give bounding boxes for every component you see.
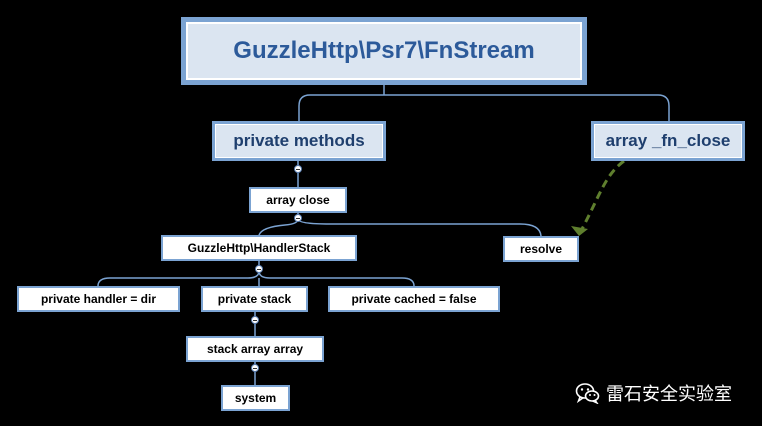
watermark: 雷石安全实验室 xyxy=(575,380,732,406)
system-node[interactable]: system xyxy=(221,385,290,411)
array-close-node[interactable]: array close xyxy=(249,187,347,213)
private-methods-node[interactable]: private methods xyxy=(212,121,386,161)
connector-root-to-level1 xyxy=(298,85,670,121)
private-handler-node[interactable]: private handler = dir xyxy=(17,286,180,312)
handler-stack-node[interactable]: GuzzleHttp\HandlerStack xyxy=(161,235,357,261)
array-fn-close-node[interactable]: array _fn_close xyxy=(591,121,745,161)
collapse-private-stack-icon[interactable] xyxy=(251,316,259,324)
collapse-stack-array-icon[interactable] xyxy=(251,364,259,372)
private-cached-node[interactable]: private cached = false xyxy=(328,286,500,312)
dashed-arrow-fn-close-to-resolve xyxy=(580,159,625,230)
resolve-node[interactable]: resolve xyxy=(503,236,579,262)
wechat-icon xyxy=(575,382,600,405)
collapse-handler-stack-icon[interactable] xyxy=(255,265,263,273)
collapse-private-methods-icon[interactable] xyxy=(294,165,302,173)
dashed-arrow-head xyxy=(571,226,588,236)
private-stack-node[interactable]: private stack xyxy=(201,286,308,312)
root-node[interactable]: GuzzleHttp\Psr7\FnStream xyxy=(181,17,587,85)
collapse-array-close-icon[interactable] xyxy=(294,214,302,222)
stack-array-array-node[interactable]: stack array array xyxy=(186,336,324,362)
watermark-label: 雷石安全实验室 xyxy=(606,384,732,405)
